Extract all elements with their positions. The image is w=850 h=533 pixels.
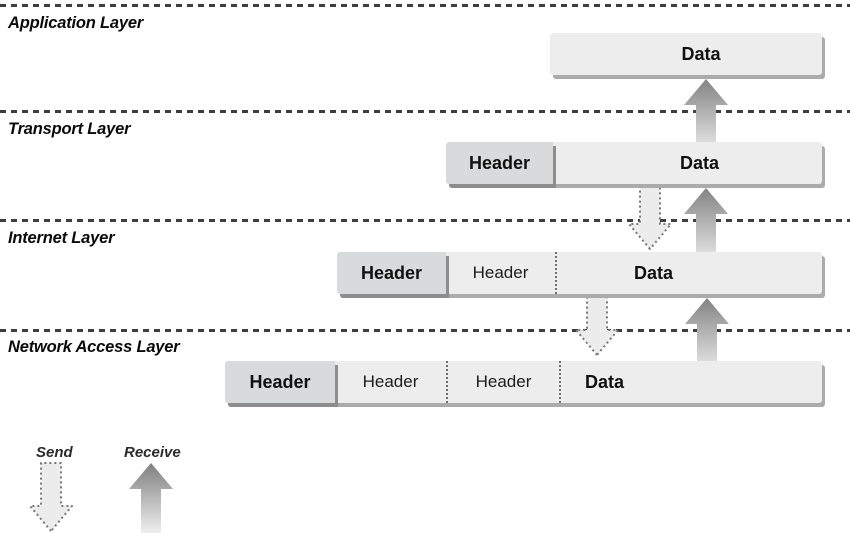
- pdu-box-internet: Header Header Data: [337, 252, 822, 294]
- layer-label-transport: Transport Layer: [8, 120, 131, 138]
- legend-receive-label: Receive: [124, 444, 181, 461]
- data-segment: Data: [681, 43, 721, 64]
- data-segment: Data: [585, 371, 625, 392]
- layer-label-application: Application Layer: [8, 14, 144, 32]
- layer-boundary-line: [0, 219, 850, 222]
- receive-arrow-icon: [684, 79, 728, 142]
- header-segment: Header: [448, 361, 561, 403]
- header-segment: Header: [446, 252, 557, 294]
- header-segment: Header: [337, 252, 446, 294]
- data-segment: Data: [633, 262, 673, 283]
- layer-boundary-line: [0, 329, 850, 332]
- layer-label-network-access: Network Access Layer: [8, 338, 180, 356]
- pdu-box-transport: Header Data: [446, 142, 822, 184]
- pdu-box-application: Data: [550, 33, 822, 75]
- send-arrow-icon: [628, 184, 672, 250]
- send-arrow-icon: [575, 294, 619, 356]
- legend-send-label: Send: [36, 444, 73, 461]
- layer-boundary-line: [0, 4, 850, 7]
- pdu-box-network-access: Header Header Header Data: [225, 361, 822, 403]
- send-arrow-icon: [29, 462, 73, 532]
- layer-boundary-line: [0, 110, 850, 113]
- layer-label-internet: Internet Layer: [8, 229, 115, 247]
- header-segment: Header: [225, 361, 335, 403]
- receive-arrow-icon: [684, 188, 728, 252]
- receive-arrow-icon: [129, 463, 173, 533]
- header-segment: Header: [335, 361, 448, 403]
- header-segment: Header: [446, 142, 553, 184]
- data-segment: Data: [679, 152, 719, 173]
- receive-arrow-icon: [685, 298, 729, 361]
